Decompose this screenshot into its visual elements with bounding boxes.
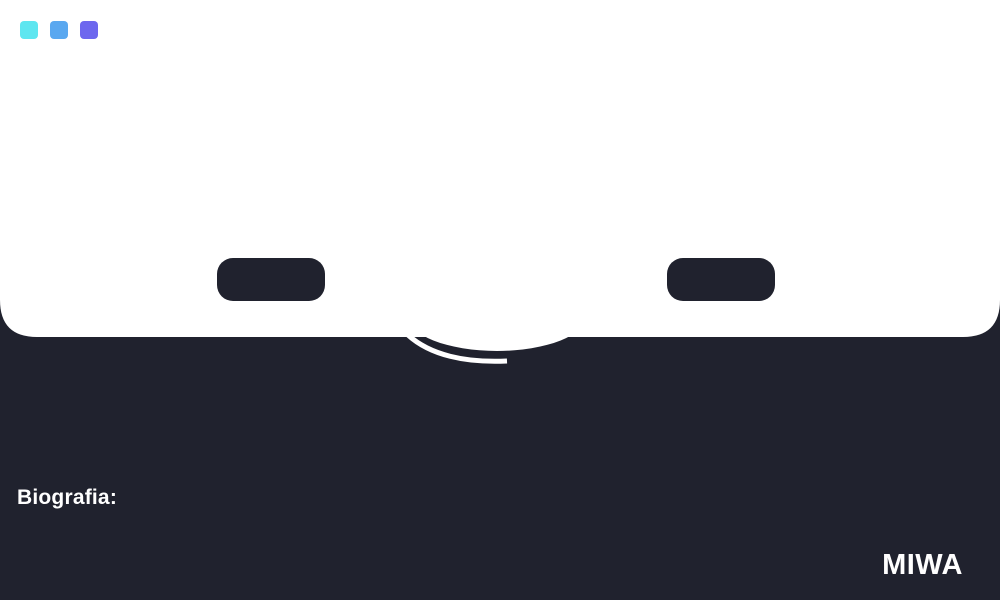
left-eye [217,258,325,301]
cyan-dot-icon[interactable] [20,21,38,39]
smile-arc [406,333,508,364]
brand-logo: MIWA [882,549,963,581]
right-eye [667,258,775,301]
bio-label: Biografia: [17,486,118,509]
window-controls [20,21,98,39]
white-panel [0,0,1000,337]
blue-dot-icon[interactable] [50,21,68,39]
violet-dot-icon[interactable] [80,21,98,39]
